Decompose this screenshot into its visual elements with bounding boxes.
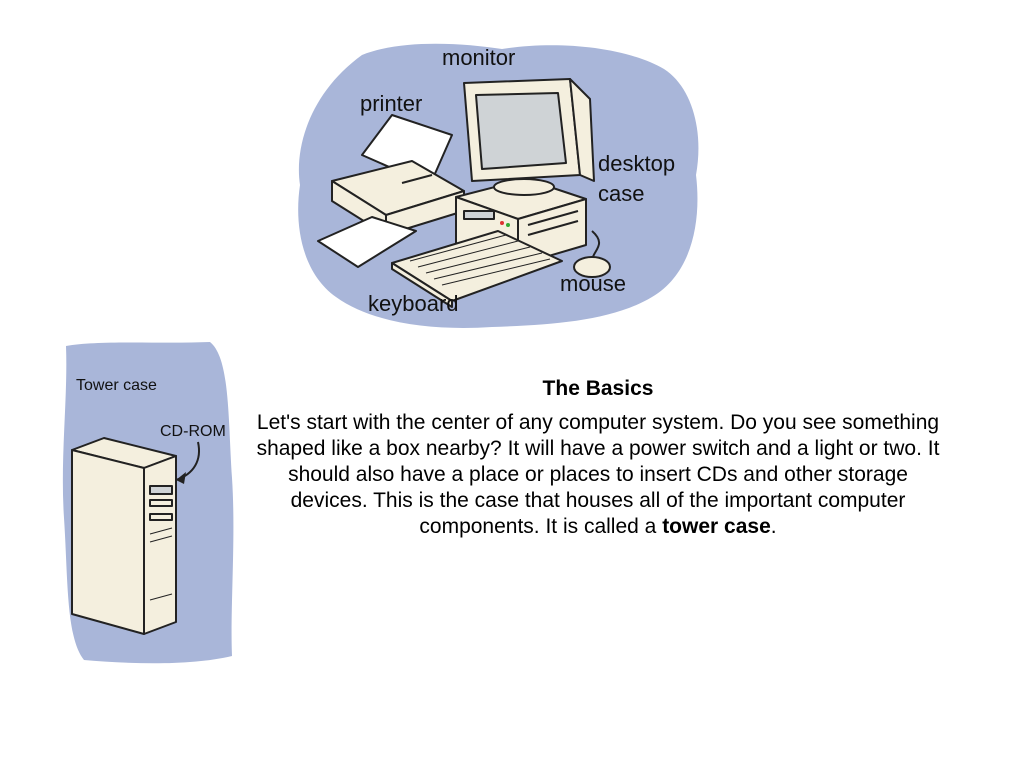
cd-rom-arrowhead [176,472,186,484]
printer-drawing [317,114,465,268]
keyboard-label: keyboard [368,291,459,316]
mouse-label: mouse [560,271,626,296]
case-label: case [598,181,644,206]
article-heading: The Basics [542,377,654,400]
article: The Basics Let's start with the center o… [250,376,946,540]
computer-system-illustration: monitor printer desktop case mouse keybo… [298,43,699,328]
tower-case-illustration: Tower case CD-ROM [62,342,234,664]
tower-case-drawing [71,437,177,635]
monitor-label: monitor [442,45,515,70]
tower-case-term: tower case [662,515,771,538]
monitor-drawing [463,78,595,196]
desktop-label: desktop [598,151,675,176]
article-body-ending: . [770,515,777,538]
printer-label: printer [360,91,422,116]
tower-case-label: Tower case [76,377,157,394]
article-body-text: Let's start with the center of any compu… [256,411,940,538]
article-body: Let's start with the center of any compu… [250,410,946,540]
cd-rom-label: CD-ROM [160,423,226,440]
mouse-drawing [573,230,611,278]
keyboard-drawing [391,230,563,308]
